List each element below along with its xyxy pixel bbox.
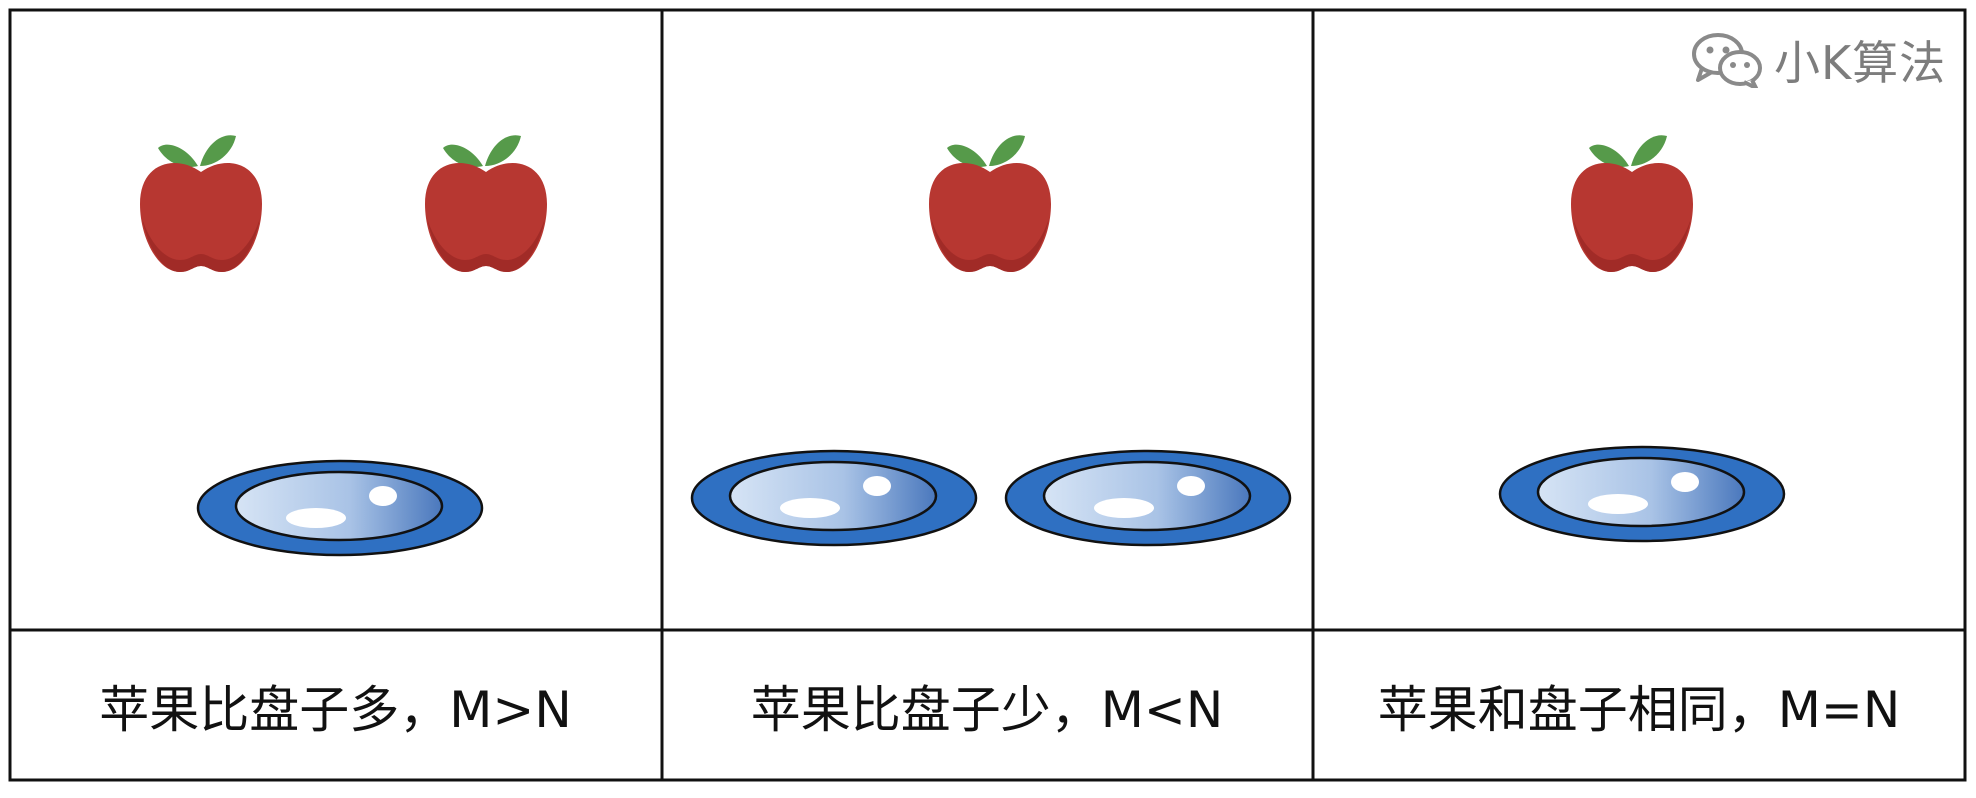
watermark-text: 小K算法 xyxy=(1774,36,1947,90)
caption-equal: 苹果和盘子相同，M=N xyxy=(1377,681,1901,739)
plate-icon xyxy=(1498,445,1786,543)
wechat-icon xyxy=(1692,33,1762,88)
apple-icon xyxy=(425,135,547,272)
plate-icon xyxy=(690,449,978,547)
watermark: 小K算法 xyxy=(1690,28,1946,92)
plate-icon xyxy=(1004,449,1292,547)
caption-more-apples: 苹果比盘子多，M>N xyxy=(99,681,572,739)
plate-icon xyxy=(196,459,484,557)
apple-icon xyxy=(140,135,262,272)
apple-icon xyxy=(1571,135,1693,272)
outer-border xyxy=(8,8,1967,782)
caption-fewer-apples: 苹果比盘子少，M<N xyxy=(750,681,1224,739)
apple-icon xyxy=(929,135,1051,272)
